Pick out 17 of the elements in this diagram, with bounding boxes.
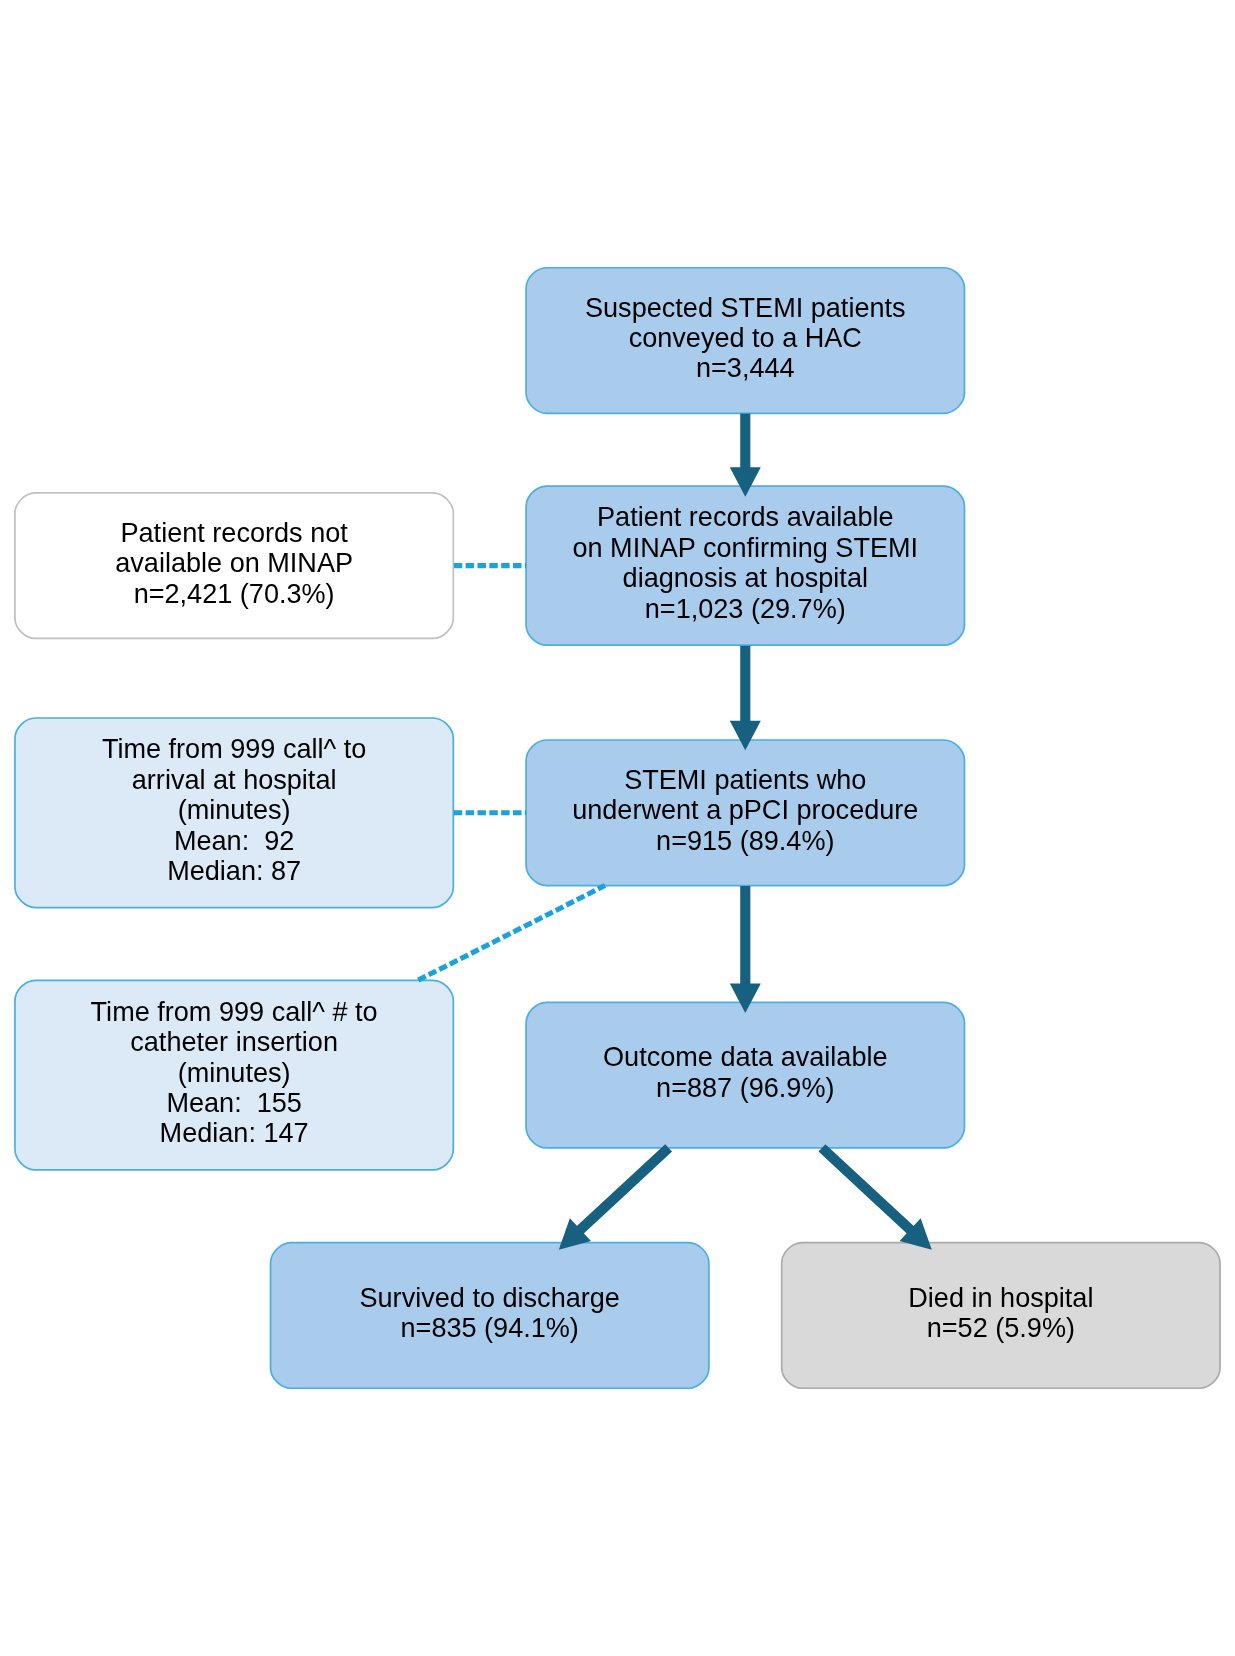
node-box: Survived to discharge n=835 (94.1%) (269, 1241, 710, 1390)
connector (453, 810, 527, 816)
node-box: Died in hospital n=52 (5.9%) (780, 1241, 1221, 1390)
node-box: Suspected STEMI patients conveyed to a HAC n=3,444 (525, 266, 966, 415)
connector (453, 563, 527, 569)
node-box: Time from 999 call^ to arrival at hospital (minutes) Mean: 92 Median: 87 (14, 717, 455, 909)
node-box: Patient records not available on MINAP n=2,421 (70.3%) (14, 492, 455, 640)
arrow (729, 885, 761, 1014)
arrow (729, 413, 761, 497)
node-box: Patient records available on MINAP confirming STEMI diagnosis at hospital n=1,023 (29.7%) (525, 485, 966, 647)
arrow (818, 1144, 932, 1250)
node-box: Outcome data available n=887 (96.9%) (525, 1001, 966, 1149)
arrow (729, 645, 761, 751)
connector (417, 883, 607, 983)
node-box: STEMI patients who underwent a pPCI procedure n=915 (89.4%) (525, 739, 966, 887)
node-box: Time from 999 call^ # to catheter insertion (minutes) Mean: 155 Median: 147 (14, 979, 455, 1171)
arrow (558, 1144, 673, 1250)
